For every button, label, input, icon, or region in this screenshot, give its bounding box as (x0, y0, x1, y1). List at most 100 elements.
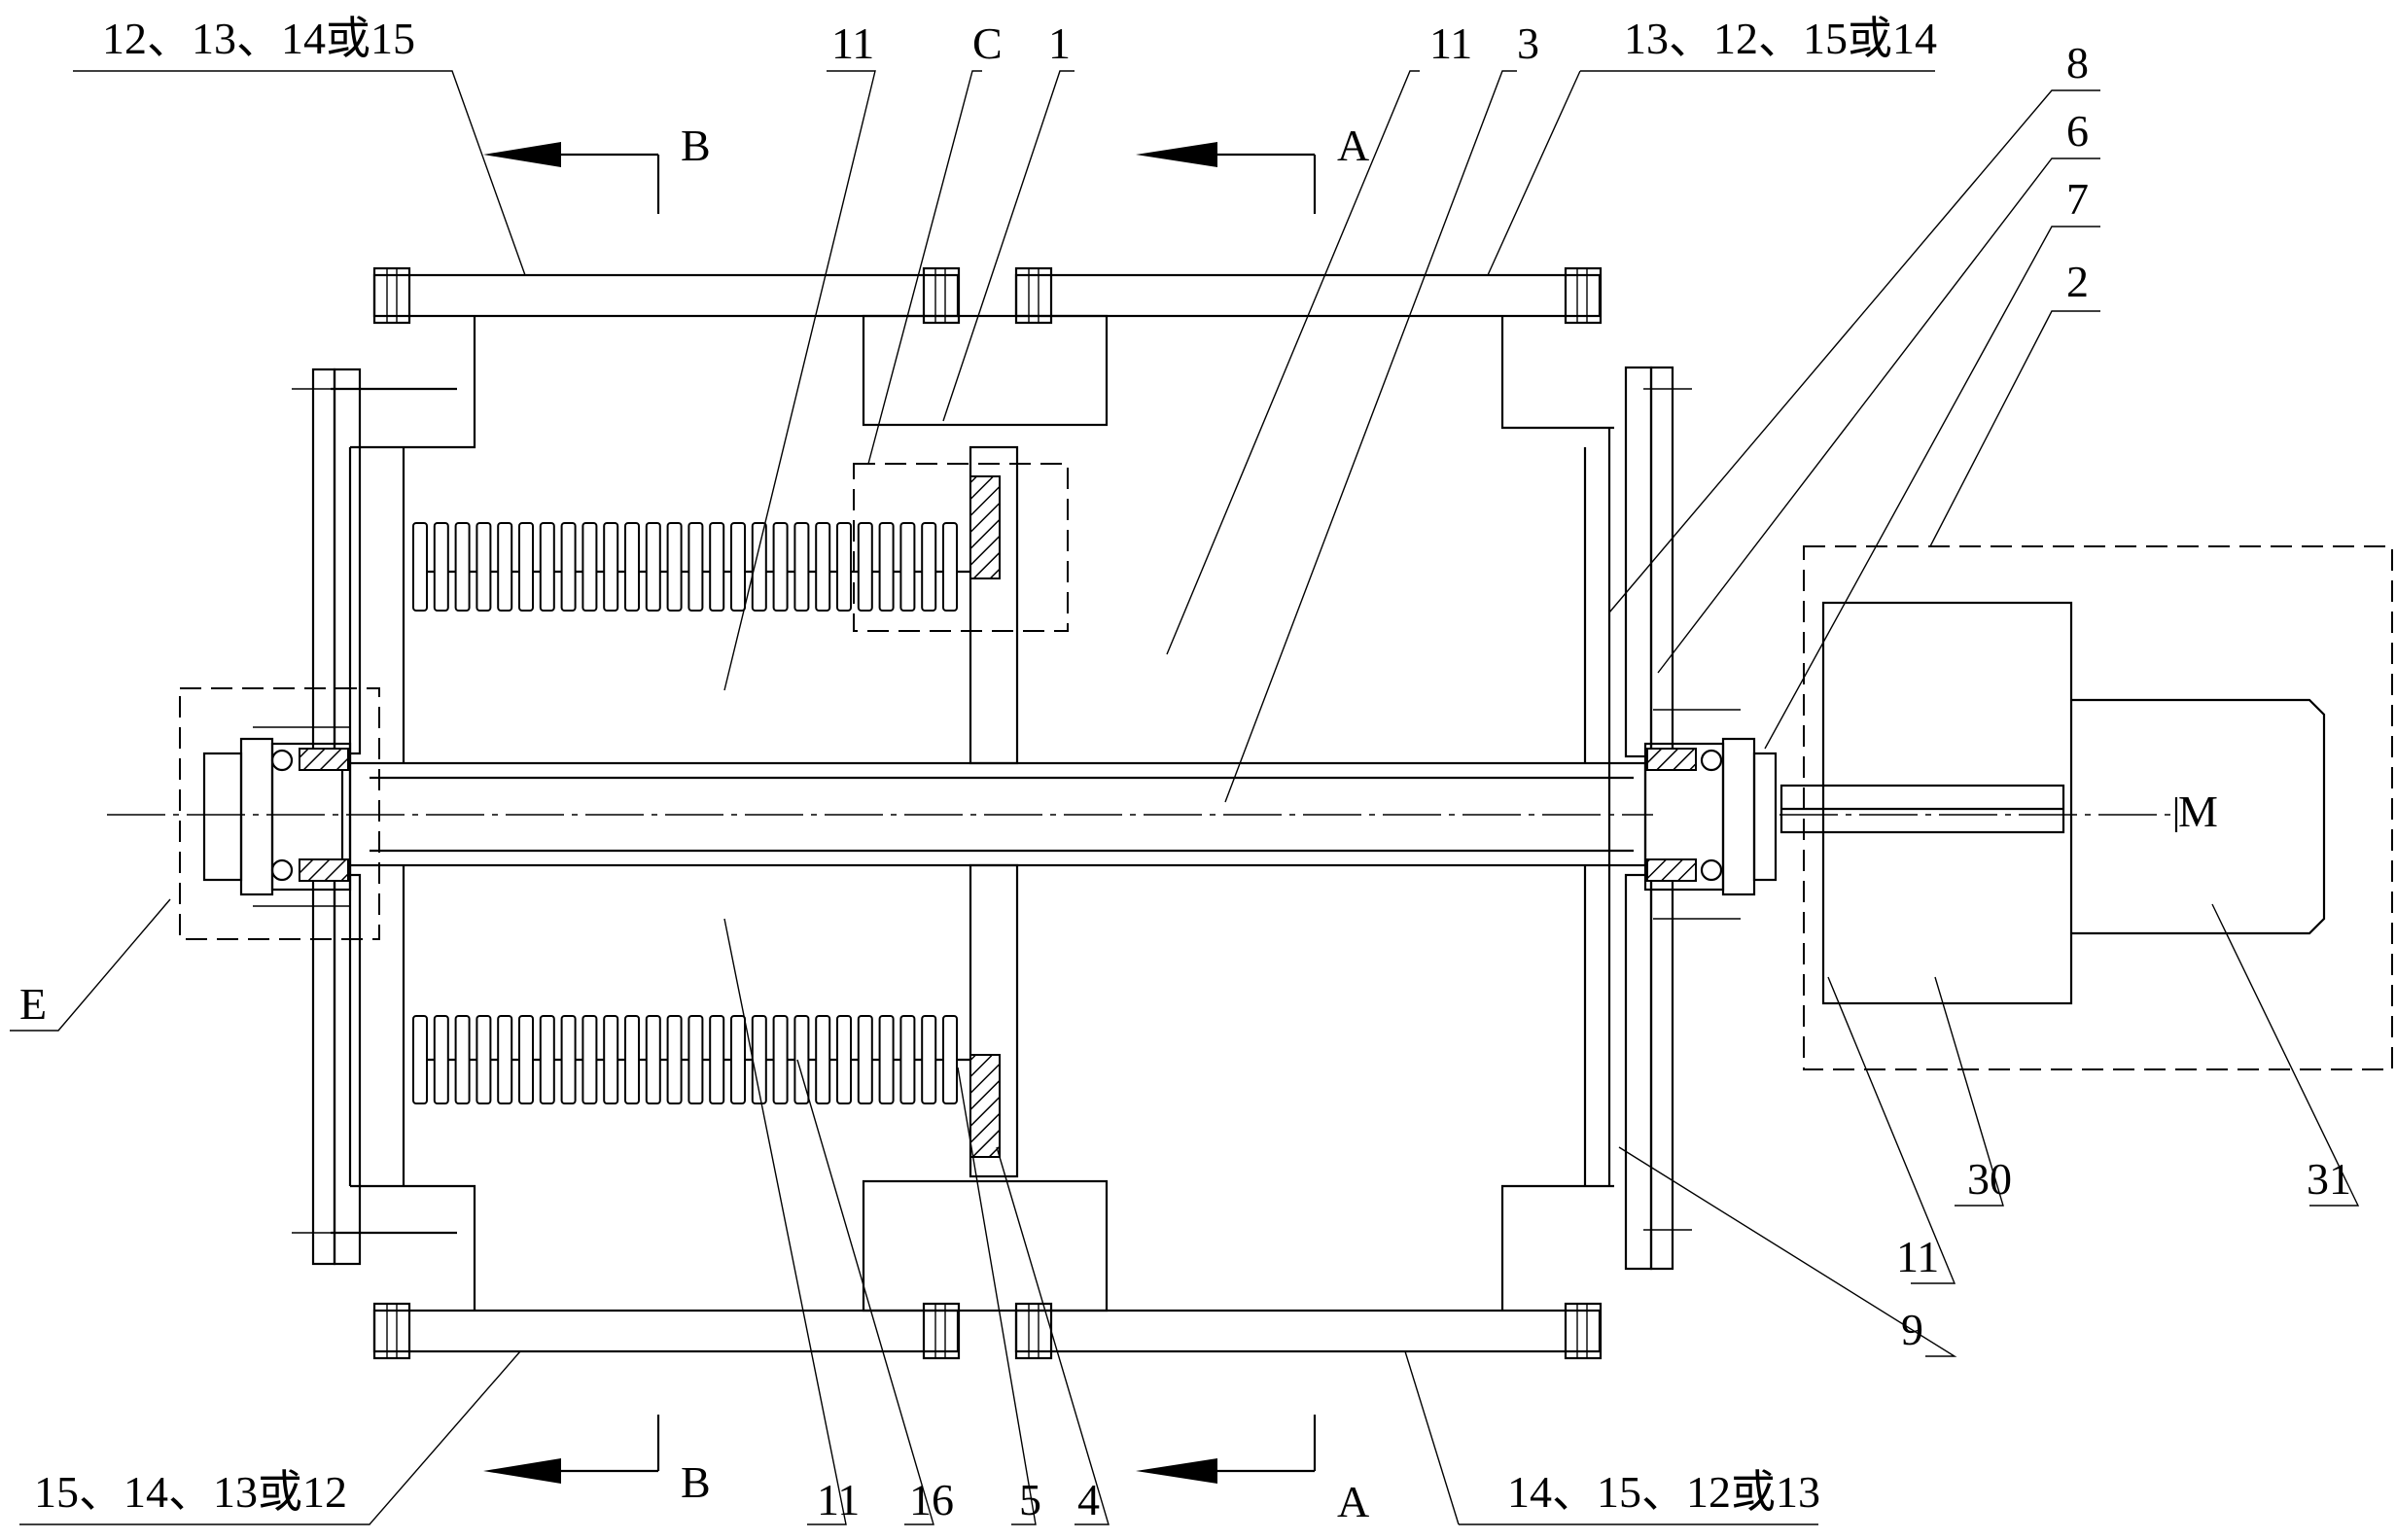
middle-divider (969, 445, 1019, 1178)
motor-assembly (1779, 601, 2326, 1005)
fin (603, 522, 619, 612)
label-31: 31 (2307, 1154, 2351, 1204)
fin (560, 1015, 577, 1104)
fin (730, 1015, 746, 1104)
label-bottom-11: 11 (817, 1475, 860, 1524)
label-6: 6 (2066, 106, 2089, 156)
section-arrow-A-top (1136, 142, 1317, 214)
label-E: E (19, 979, 47, 1029)
top-hatched-block (969, 475, 1001, 579)
bottom-hatched-block (969, 1054, 1001, 1158)
label-M: M (2178, 787, 2218, 836)
label-16: 16 (909, 1475, 954, 1524)
housing-body (331, 314, 1614, 1312)
fin (518, 522, 534, 612)
fin (412, 1015, 428, 1104)
fin (645, 1015, 661, 1104)
bottom-left-plate (372, 1302, 961, 1360)
label-B-top: B (681, 121, 711, 170)
fin (921, 522, 937, 612)
fin (539, 522, 555, 612)
fin (581, 522, 598, 612)
fin (899, 1015, 916, 1104)
fin (942, 1015, 958, 1104)
fin (581, 1015, 598, 1104)
label-8: 8 (2066, 38, 2089, 88)
fin (857, 1015, 873, 1104)
label-5: 5 (1019, 1475, 1041, 1524)
label-30: 30 (1967, 1154, 2012, 1204)
bottom-fin-array (412, 1015, 970, 1104)
fin (645, 522, 661, 612)
label-top-right-11: 11 (1429, 18, 1472, 68)
leader-lines (10, 70, 2360, 1525)
fin (454, 1015, 471, 1104)
fin (539, 1015, 555, 1104)
fin (836, 1015, 852, 1104)
label-C: C (972, 18, 1003, 68)
fin (772, 1015, 789, 1104)
section-arrow-B-bottom (483, 1415, 660, 1484)
label-9: 9 (1901, 1305, 1923, 1354)
top-fin-array (412, 522, 970, 612)
fin (878, 522, 895, 612)
fin (687, 522, 704, 612)
fin (687, 1015, 704, 1104)
fin (624, 522, 640, 612)
fin (497, 1015, 513, 1104)
fin (878, 1015, 895, 1104)
fin (815, 1015, 831, 1104)
fin (815, 522, 831, 612)
fin (921, 1015, 937, 1104)
fin (603, 1015, 619, 1104)
fin (560, 522, 577, 612)
main-shaft (107, 761, 1653, 867)
label-11-right: 11 (1896, 1232, 1939, 1281)
fin (433, 1015, 449, 1104)
fin (857, 522, 873, 612)
label-1: 1 (1048, 18, 1071, 68)
fin (772, 522, 789, 612)
label-A-bottom: A (1337, 1477, 1369, 1526)
fin (454, 522, 471, 612)
right-end-flange (1624, 366, 1692, 1271)
fin (476, 1015, 492, 1104)
fin (412, 522, 428, 612)
label-bottom-left: 15、14、13或12 (34, 1467, 347, 1517)
fin (836, 522, 852, 612)
fin (751, 522, 767, 612)
left-bearing-assembly (202, 726, 352, 907)
detail-box-C (853, 463, 1069, 632)
fin (730, 522, 746, 612)
fin (666, 522, 683, 612)
label-2: 2 (2066, 257, 2089, 306)
label-A-top: A (1337, 121, 1369, 170)
fin (709, 1015, 725, 1104)
label-top-left: 12、13、14或15 (102, 14, 415, 63)
fin (793, 1015, 810, 1104)
fin (793, 522, 810, 612)
bottom-right-plate (1014, 1302, 1603, 1360)
fin (899, 522, 916, 612)
top-left-plate (372, 266, 961, 325)
label-top-right: 13、12、15或14 (1624, 14, 1937, 63)
detail-box-2 (1803, 545, 2393, 1070)
label-bottom-right: 14、15、12或13 (1507, 1467, 1820, 1517)
fin (666, 1015, 683, 1104)
detail-box-E (179, 687, 380, 940)
right-bearing-assembly (1643, 709, 1778, 920)
label-7: 7 (2066, 174, 2089, 224)
label-3: 3 (1517, 18, 1539, 68)
fin (497, 522, 513, 612)
section-arrow-B-top (483, 142, 660, 214)
fin (433, 522, 449, 612)
label-4: 4 (1077, 1475, 1100, 1524)
fin (624, 1015, 640, 1104)
fin (518, 1015, 534, 1104)
fin (942, 522, 958, 612)
fin (476, 522, 492, 612)
section-arrow-A-bottom (1136, 1415, 1317, 1484)
label-top-11: 11 (831, 18, 874, 68)
label-B-bottom: B (681, 1457, 711, 1507)
